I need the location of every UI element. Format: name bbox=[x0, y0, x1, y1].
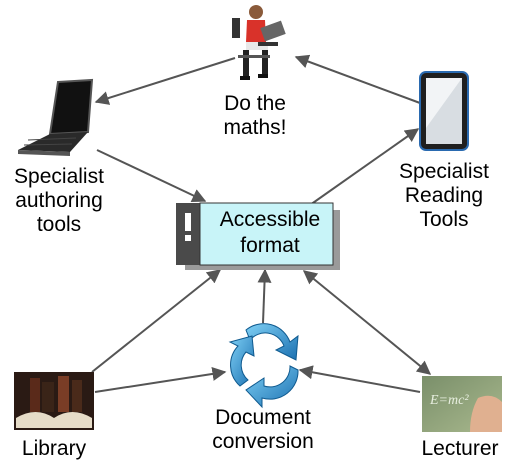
tablet-icon bbox=[419, 71, 469, 151]
arrow-lecturer-to-conversion bbox=[298, 365, 421, 393]
chalkboard-icon: E=mc² bbox=[422, 376, 502, 432]
lecturer-label: Lecturer bbox=[421, 437, 499, 460]
arrow-lecturer-central bbox=[302, 270, 432, 375]
books-icon bbox=[14, 372, 94, 430]
authoring-label: Specialist authoring tools bbox=[14, 165, 104, 236]
arrow-central-to-reading bbox=[309, 128, 420, 206]
document-icon bbox=[176, 202, 340, 270]
cycle-arrows-icon bbox=[228, 323, 299, 409]
arrow-student-to-authoring bbox=[94, 57, 236, 105]
student-with-laptop-icon bbox=[232, 5, 286, 80]
arrows bbox=[91, 54, 432, 393]
arrow-reading-to-student bbox=[294, 54, 421, 104]
arrow-library-to-central bbox=[91, 269, 222, 373]
student-label: Do the maths! bbox=[223, 92, 287, 139]
arrow-library-to-conversion bbox=[94, 366, 227, 393]
laptop-icon bbox=[18, 78, 94, 156]
svg-text:E=mc²: E=mc² bbox=[429, 393, 469, 408]
arrow-authoring-to-central bbox=[96, 149, 207, 202]
library-label: Library bbox=[21, 437, 87, 460]
conversion-label: Document conversion bbox=[212, 406, 314, 453]
reading-label: Specialist Reading Tools bbox=[399, 160, 489, 231]
central-label: Accessible format bbox=[219, 208, 321, 257]
arrow-conversion-to-central bbox=[257, 268, 272, 324]
